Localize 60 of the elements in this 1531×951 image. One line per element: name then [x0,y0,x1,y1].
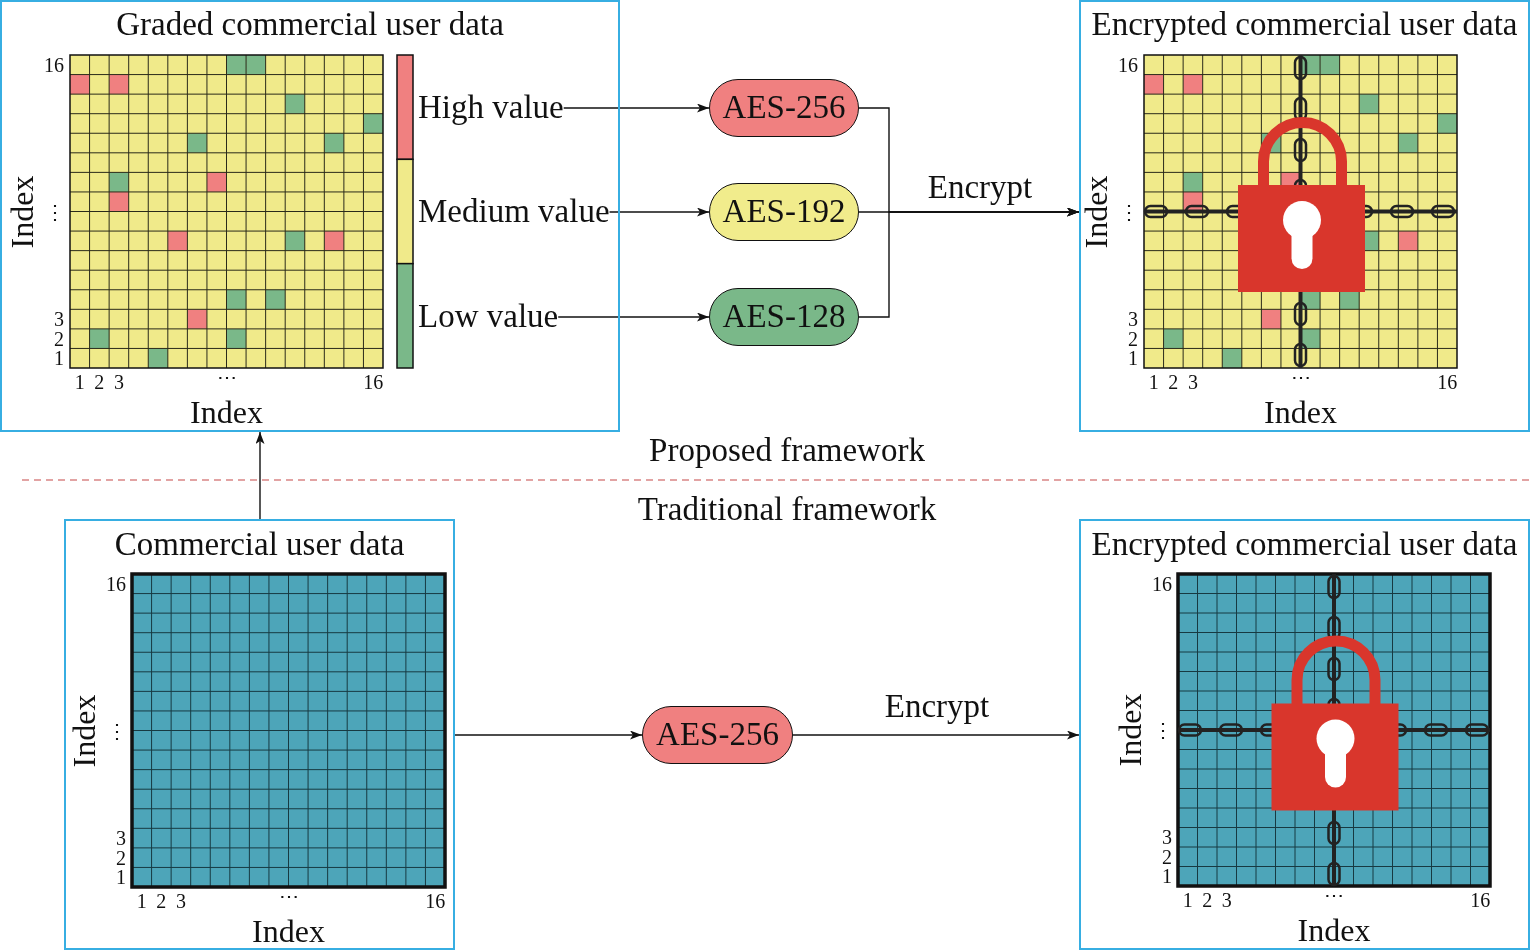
axis-ellipsis: ⋮ [45,200,65,223]
process-node: AES-192 [709,183,859,241]
arrow [608,207,710,217]
axis-tick-label: 3 [1187,370,1198,394]
panel [64,519,455,950]
axis-title: Index [190,393,263,431]
axis-ellipsis: ⋮ [1119,200,1139,223]
axis-tick-label: 1 [74,370,85,394]
axis-tick-label: 2 [1202,888,1213,912]
arrow [858,207,1080,318]
process-node: AES-128 [709,288,859,346]
axis-tick-label: 1 [136,889,147,913]
axis-tick-label: 16 [1470,888,1491,912]
axis-ellipsis: ⋮ [107,719,127,742]
axis-title: Index [65,694,103,767]
axis-tick-label: 2 [156,889,167,913]
axis-title: Index [1264,393,1337,431]
axis-tick-label: 3 [175,889,186,913]
category-label: Medium value [418,193,610,231]
panel-title: Graded commercial user data [116,6,504,44]
axis-ellipsis: ⋯ [1290,365,1311,389]
axis-title: Index [3,175,41,248]
axis-title: Index [1077,175,1115,248]
panel-title: Commercial user data [114,526,405,564]
axis-tick-label: 2 [94,370,105,394]
arrow [563,103,710,113]
axis-tick-label: 16 [425,889,446,913]
panel [0,0,620,432]
axis-title: Index [252,912,325,950]
section-label: Proposed framework [649,432,925,470]
panel-title: Encrypted commercial user data [1091,526,1518,564]
category-label: Low value [418,298,559,336]
axis-tick-label: 16 [1118,53,1138,77]
axis-tick-label: 16 [1437,370,1458,394]
axis-title: Index [1297,911,1371,949]
axis-ellipsis: ⋯ [278,884,299,908]
panel [1079,0,1530,432]
axis-tick-label: 16 [44,53,64,77]
arrow [557,312,710,322]
arrow [454,730,643,740]
panel [1079,519,1530,950]
process-node: AES-256 [709,79,859,137]
axis-ellipsis: ⋮ [1153,718,1173,742]
axis-tick-label: 3 [1221,888,1232,912]
arrow [792,730,1080,740]
axis-title: Index [1111,693,1149,767]
axis-ellipsis: ⋯ [216,365,237,389]
axis-tick-label: 16 [106,572,126,596]
axis-tick-label: 3 [113,370,124,394]
axis-ellipsis: ⋯ [1324,883,1344,907]
axis-tick-label: 16 [363,370,384,394]
category-label: High value [418,89,564,127]
axis-tick-label: 16 [1152,572,1172,596]
arrow [255,431,265,520]
process-node: AES-256 [642,706,793,764]
axis-tick-label: 1 [1148,370,1159,394]
axis-tick-label: 1 [1182,888,1193,912]
panel-title: Encrypted commercial user data [1091,6,1518,44]
axis-tick-label: 2 [1168,370,1179,394]
section-label: Traditional framework [637,491,937,529]
